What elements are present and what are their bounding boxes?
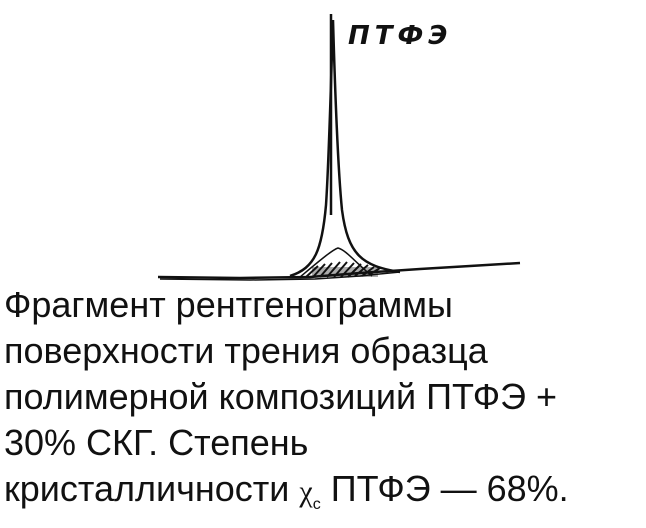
figure-caption: Фрагмент рентгенограммы поверхности трен… — [4, 282, 644, 528]
caption-line-1: Фрагмент рентгенограммы — [4, 284, 453, 325]
chi-subscript: c — [312, 496, 321, 514]
diffraction-peak — [289, 19, 401, 278]
caption-line-5-post: ПТФЭ — 68%. — [320, 468, 569, 509]
hatched-fill — [312, 267, 378, 277]
caption-line-5: кристалличности χc ПТФЭ — 68%. — [4, 466, 644, 528]
hatched-area — [305, 261, 381, 278]
xray-diffraction-diagram: ПТФЭ — [157, 14, 521, 281]
caption-line-2: поверхности трения образца — [4, 330, 488, 371]
baseline-lower-curve — [159, 271, 401, 281]
caption-line-4: 30% СКГ. Степень — [4, 422, 309, 463]
caption-line-5-pre: кристалличности — [4, 468, 300, 509]
amorphous-halo — [299, 247, 373, 278]
peak-label: ПТФЭ — [348, 21, 452, 51]
caption-line-3: полимерной композиций ПТФЭ + — [4, 376, 558, 417]
chi-symbol: χ — [299, 475, 313, 508]
